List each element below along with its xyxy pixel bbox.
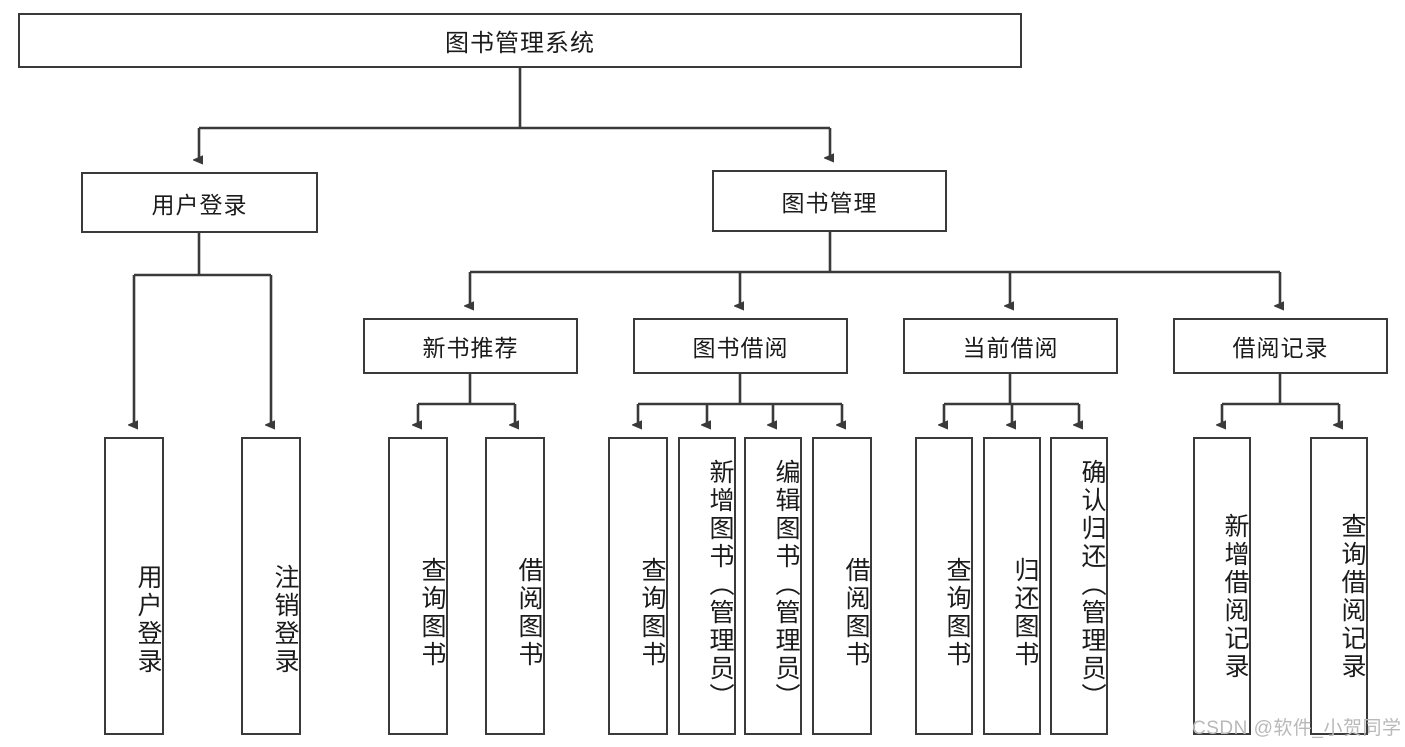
- node-leaf-query-book-3-label: 查询图书: [943, 557, 971, 669]
- node-borrow-record[interactable]: 借阅记录: [1173, 318, 1388, 374]
- node-leaf-query-record-label: 查询借阅记录: [1338, 513, 1366, 681]
- node-leaf-borrow-book-1[interactable]: 借阅图书: [485, 437, 545, 735]
- node-root[interactable]: 图书管理系统: [18, 13, 1022, 68]
- node-leaf-borrow-book-2[interactable]: 借阅图书: [812, 437, 872, 735]
- node-user-login-label: 用户登录: [151, 191, 248, 218]
- node-leaf-borrow-book-1-label: 借阅图书: [515, 557, 543, 669]
- node-leaf-borrow-book-2-label: 借阅图书: [842, 557, 870, 669]
- node-leaf-edit-book[interactable]: 编辑图书（管理员）: [744, 437, 802, 735]
- node-book-manage-label: 图书管理: [781, 190, 878, 216]
- node-leaf-return-book[interactable]: 归还图书: [983, 437, 1041, 735]
- node-leaf-confirm-return[interactable]: 确认归还（管理员）: [1050, 437, 1108, 735]
- node-current-borrow[interactable]: 当前借阅: [903, 318, 1118, 374]
- node-leaf-confirm-return-label: 确认归还（管理员）: [1078, 459, 1106, 711]
- node-leaf-user-login[interactable]: 用户登录: [104, 437, 164, 735]
- csdn-watermark-text: CSDN @软件_小贺同学: [1192, 718, 1402, 739]
- node-leaf-user-logout[interactable]: 注销登录: [241, 437, 301, 735]
- node-new-book-recommend-label: 新书推荐: [422, 335, 519, 361]
- node-leaf-query-book-1-label: 查询图书: [418, 557, 446, 669]
- node-leaf-add-record[interactable]: 新增借阅记录: [1193, 437, 1251, 735]
- node-book-borrow-label: 图书借阅: [692, 335, 789, 361]
- node-leaf-add-book[interactable]: 新增图书（管理员）: [678, 437, 736, 735]
- node-leaf-query-book-1[interactable]: 查询图书: [388, 437, 448, 735]
- node-new-book-recommend[interactable]: 新书推荐: [363, 318, 578, 374]
- csdn-watermark: CSDN @软件_小贺同学: [1192, 713, 1401, 740]
- node-leaf-user-login-label: 用户登录: [134, 564, 162, 676]
- node-leaf-query-book-2-label: 查询图书: [638, 557, 666, 669]
- node-user-login[interactable]: 用户登录: [81, 172, 318, 233]
- node-leaf-query-record[interactable]: 查询借阅记录: [1310, 437, 1368, 735]
- node-current-borrow-label: 当前借阅: [962, 335, 1059, 361]
- node-leaf-user-logout-label: 注销登录: [271, 564, 299, 676]
- node-leaf-edit-book-label: 编辑图书（管理员）: [772, 459, 800, 711]
- node-borrow-record-label: 借阅记录: [1232, 335, 1329, 361]
- node-book-manage[interactable]: 图书管理: [712, 170, 947, 232]
- node-leaf-add-record-label: 新增借阅记录: [1221, 513, 1249, 681]
- node-leaf-add-book-label: 新增图书（管理员）: [706, 459, 734, 711]
- node-root-label: 图书管理系统: [445, 30, 595, 57]
- node-leaf-query-book-3[interactable]: 查询图书: [915, 437, 973, 735]
- node-book-borrow[interactable]: 图书借阅: [633, 318, 848, 374]
- node-leaf-return-book-label: 归还图书: [1011, 557, 1039, 669]
- node-leaf-query-book-2[interactable]: 查询图书: [608, 437, 668, 735]
